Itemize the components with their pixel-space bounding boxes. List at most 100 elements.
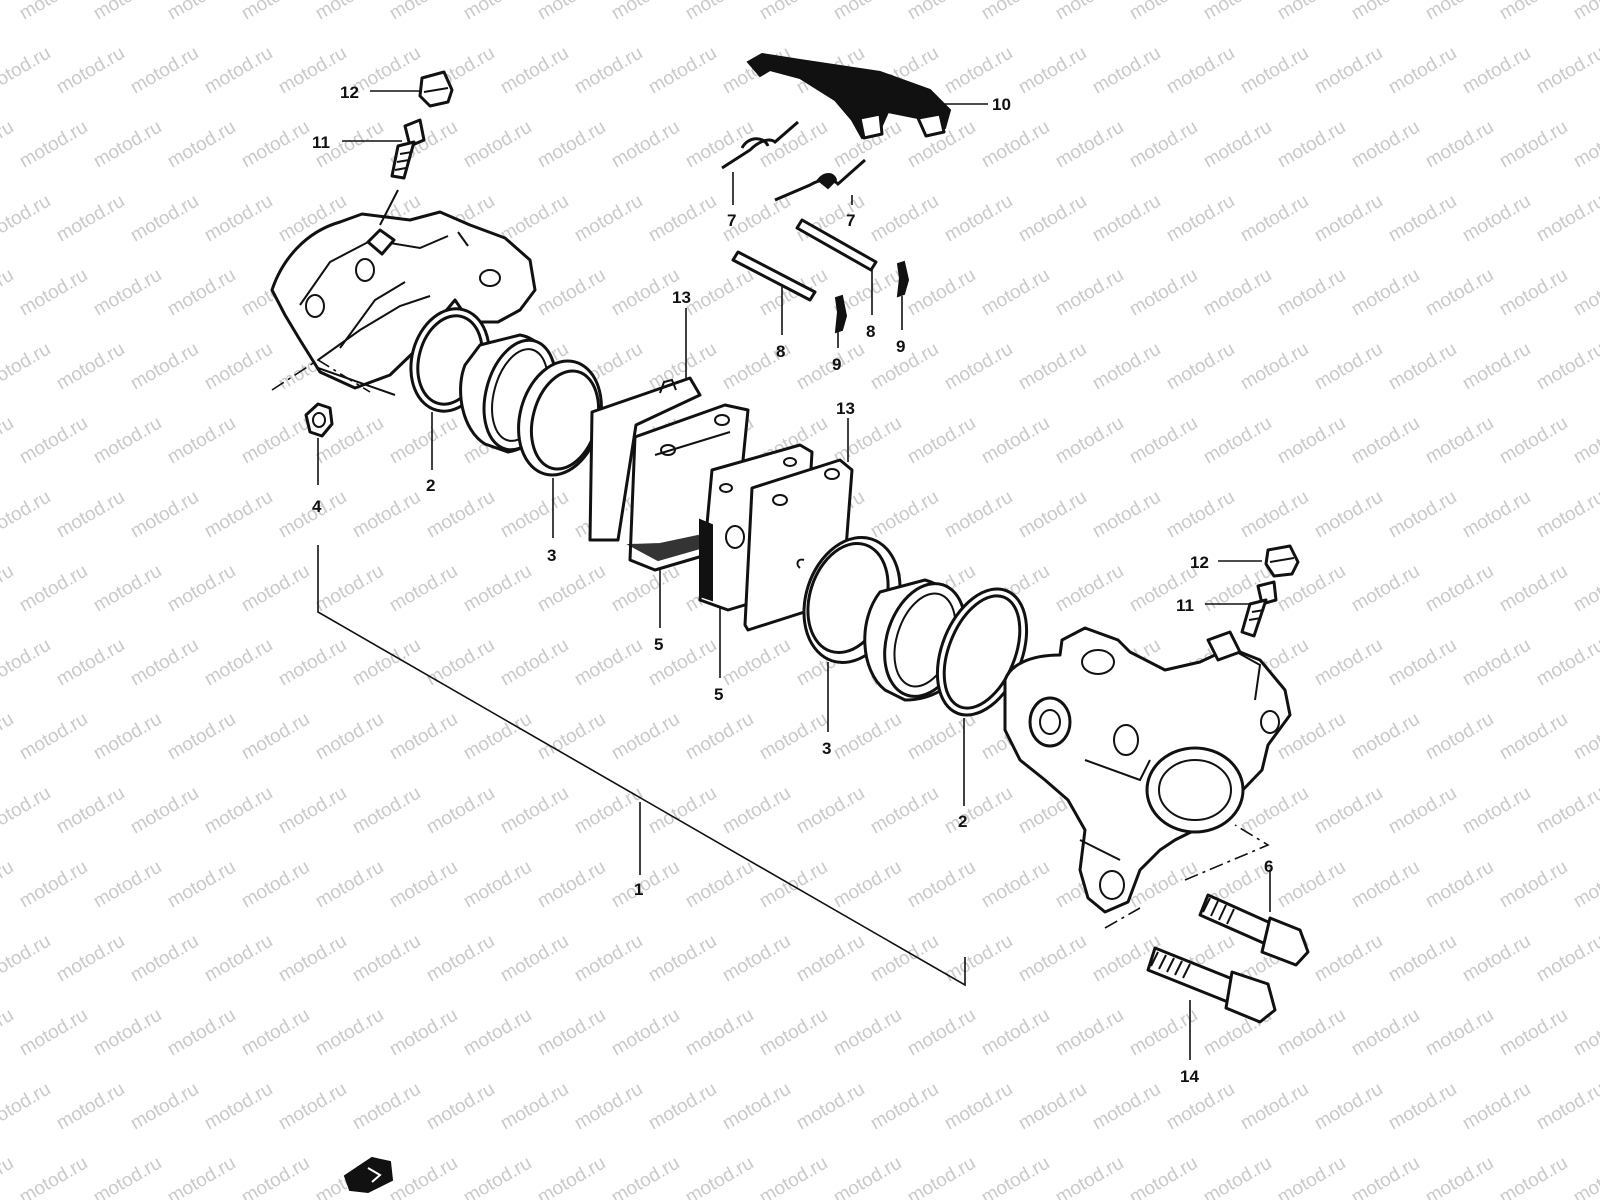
watermark-text: motod.ru [1200,0,1275,24]
leader-lines [317,90,1271,1060]
watermark-text: motod.ru [978,265,1053,321]
watermark-text: motod.ru [1348,265,1423,321]
watermark-text: motod.ru [719,931,794,987]
label-9-right: 9 [896,337,905,356]
watermark-text: motod.ru [460,1005,535,1061]
watermark-text: motod.ru [423,1079,498,1135]
watermark-text: motod.ru [312,1005,387,1061]
caliper-mounting-bolt-14 [1146,946,1277,1024]
caliper-mounting-bolt-6 [1198,893,1310,967]
watermark-text: motod.ru [127,191,202,247]
watermark-text: motod.ru [201,339,276,395]
watermark-text: motod.ru [941,339,1016,395]
label-12-left: 12 [340,83,359,102]
watermark-text: motod.ru [1570,0,1600,24]
watermark-text: motod.ru [1422,857,1497,913]
label-8-left: 8 [776,342,785,361]
watermark-text: motod.ru [312,561,387,617]
watermark-text: motod.ru [534,0,609,24]
watermark-text: motod.ru [0,561,17,617]
label-13-mid: 13 [836,399,855,418]
watermark-text: motod.ru [941,487,1016,543]
label-6: 6 [1264,857,1273,876]
watermark-text: motod.ru [16,117,91,173]
watermark-text: motod.ru [53,191,128,247]
watermark-text: motod.ru [1496,709,1571,765]
watermark-text: motod.ru [719,635,794,691]
watermark-text: motod.ru [608,561,683,617]
watermark-text: motod.ru [682,857,757,913]
watermark-text: motod.ru [1089,43,1164,99]
watermark-text: motod.ru [16,561,91,617]
watermark-text: motod.ru [571,43,646,99]
watermark-text: motod.ru [1274,0,1349,24]
watermark-text: motod.ru [830,0,905,24]
watermark-text: motod.ru [682,265,757,321]
watermark-text: motod.ru [0,117,17,173]
watermark-text: motod.ru [1533,635,1600,691]
watermark-text: motod.ru [904,1153,979,1200]
watermark-text: motod.ru [904,1005,979,1061]
watermark-text: motod.ru [645,783,720,839]
watermark-text: motod.ru [127,1079,202,1135]
watermark-text: motod.ru [0,1079,54,1135]
watermark-text: motod.ru [534,117,609,173]
watermark-text: motod.ru [1422,117,1497,173]
watermark-text: motod.ru [90,709,165,765]
label-12-right: 12 [1190,553,1209,572]
watermark-text: motod.ru [90,0,165,24]
watermark-text: motod.ru [1274,857,1349,913]
watermark-text: motod.ru [201,1079,276,1135]
watermark-text: motod.ru [164,413,239,469]
watermark-text: motod.ru [867,931,942,987]
watermark-text: motod.ru [1348,0,1423,24]
watermark-text: motod.ru [0,1153,17,1200]
watermark-text: motod.ru [164,1153,239,1200]
watermark-text: motod.ru [497,1079,572,1135]
watermark-text: motod.ru [1311,43,1386,99]
left-dust-seal [517,359,603,477]
right-bleeder-cap [1264,544,1300,578]
watermark-text: motod.ru [349,43,424,99]
watermark-text: motod.ru [164,0,239,24]
watermark-text: motod.ru [312,857,387,913]
watermark-text: motod.ru [1459,635,1534,691]
watermark-text: motod.ru [534,561,609,617]
watermark-text: motod.ru [978,1153,1053,1200]
watermark-text: motod.ru [1385,635,1460,691]
watermark-text: motod.ru [1163,1079,1238,1135]
watermark-text: motod.ru [682,0,757,24]
watermark-text: motod.ru [1311,783,1386,839]
watermark-text: motod.ru [1385,487,1460,543]
pad-spring [746,52,952,140]
watermark-text: motod.ru [608,1005,683,1061]
watermark-text: motod.ru [1237,43,1312,99]
watermark-text: motod.ru [0,1005,17,1061]
watermark-text: motod.ru [1126,0,1201,24]
watermark-text: motod.ru [1496,561,1571,617]
watermark-text: motod.ru [534,709,609,765]
watermark-text: motod.ru [1311,1079,1386,1135]
watermark-text: motod.ru [53,1079,128,1135]
pad-pin-right [795,218,878,272]
watermark-text: motod.ru [164,561,239,617]
watermark-text: motod.ru [1348,413,1423,469]
watermark-text: motod.ru [608,709,683,765]
watermark-text: motod.ru [1385,191,1460,247]
watermark-text: motod.ru [1422,561,1497,617]
watermark-text: motod.ru [90,413,165,469]
watermark-text: motod.ru [53,635,128,691]
watermark-text: motod.ru [164,857,239,913]
watermark-text: motod.ru [386,857,461,913]
watermark-text: motod.ru [1533,487,1600,543]
watermark-text: motod.ru [978,857,1053,913]
watermark-text: motod.ru [164,709,239,765]
watermark-text: motod.ru [16,413,91,469]
watermark-text: motod.ru [978,1005,1053,1061]
watermark-text: motod.ru [201,43,276,99]
watermark-text: motod.ru [1200,413,1275,469]
watermark-text: motod.ru [349,783,424,839]
watermark-text: motod.ru [1237,1079,1312,1135]
watermark-text: motod.ru [793,1079,868,1135]
